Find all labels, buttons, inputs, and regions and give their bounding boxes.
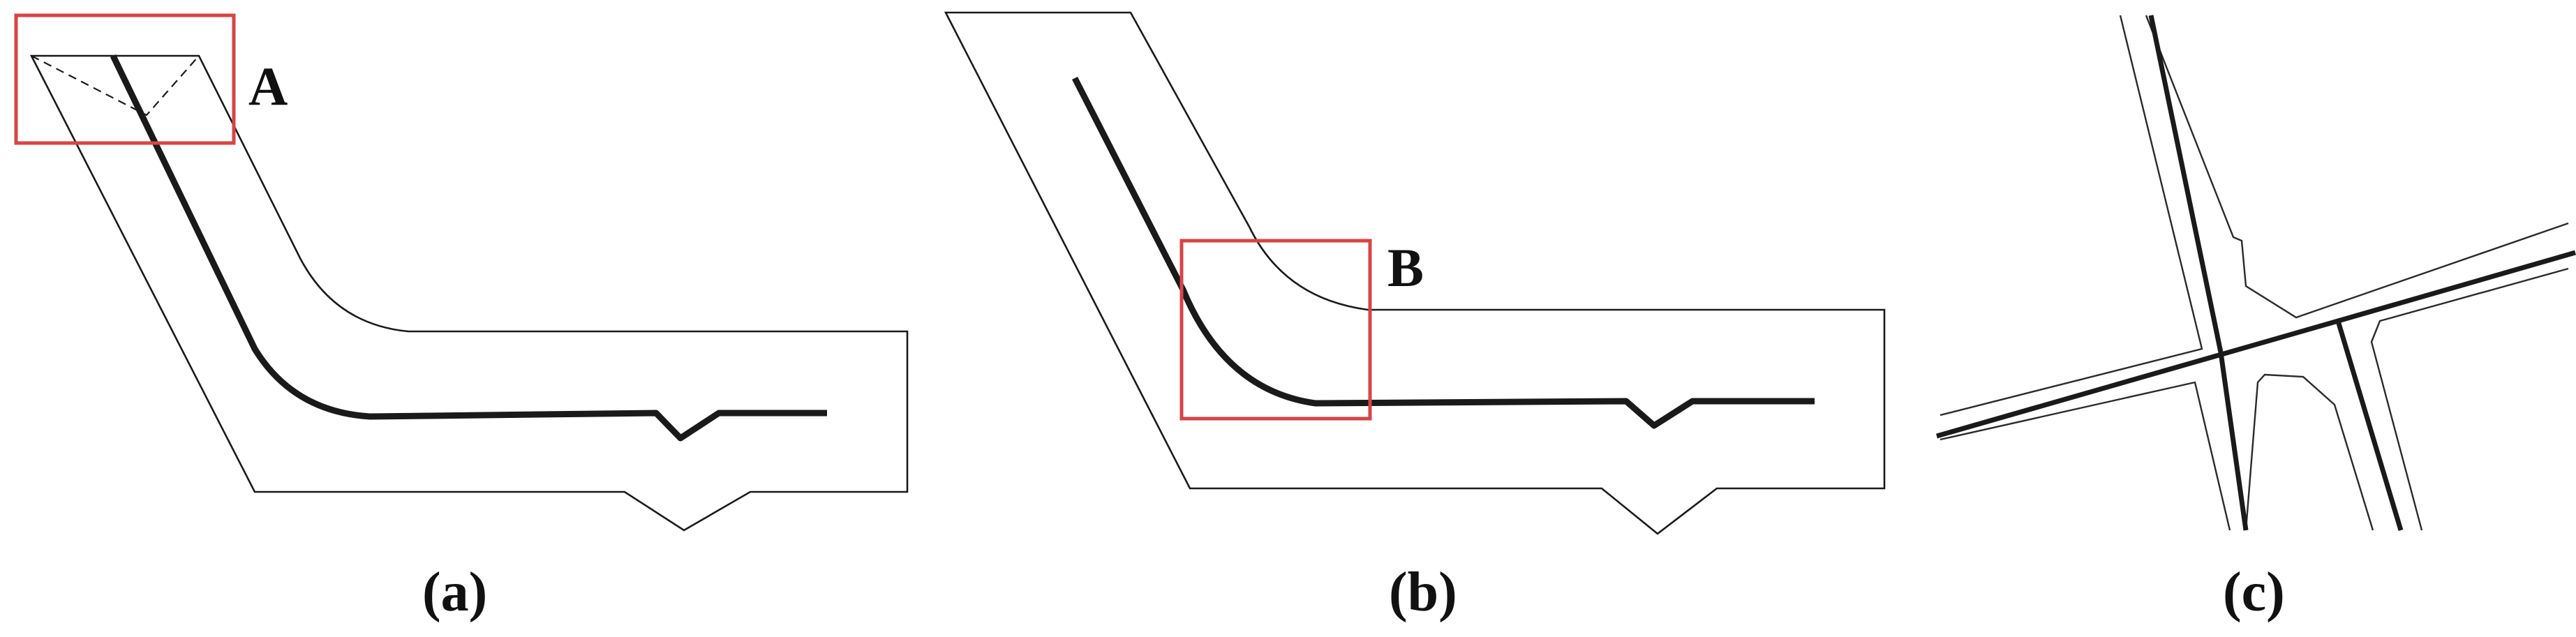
road-edge-line [1940,381,2231,531]
panel-label-b: (b) [1389,562,1457,623]
road-edge-line [2370,267,2569,531]
road-edge-line [2244,373,2374,531]
highlight-box-a [14,13,236,145]
road-boundary-outline [29,54,909,532]
box-label-a: A [248,56,288,117]
road-edge-line [2145,15,2569,319]
dashed-corner-lines [31,55,200,117]
panel-label-c: (c) [2223,562,2285,623]
road-centerline [110,54,827,442]
panel-a: A (a) [14,13,909,623]
panel-label-a: (a) [422,562,487,623]
road-centerline [2335,320,2404,532]
panel-b: B (b) [944,11,1886,623]
highlight-box-b [1179,239,1372,421]
road-centerline [1071,76,1815,429]
road-centerline [2148,15,2249,531]
panel-c: (c) [1936,15,2576,623]
road-edge-line [1940,15,2203,417]
box-label-b: B [1387,237,1424,298]
